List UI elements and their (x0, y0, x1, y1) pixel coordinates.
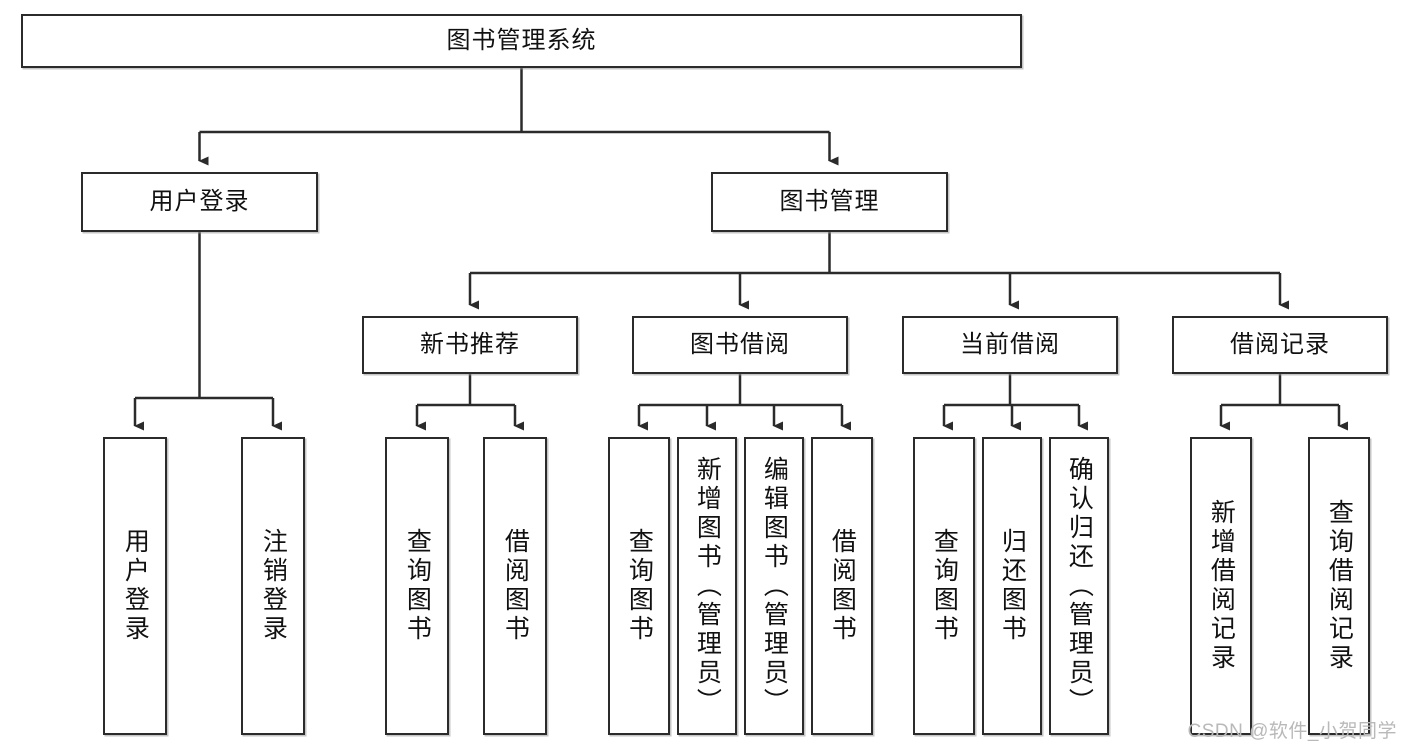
node-book-borrow[interactable]: 图书借阅 (632, 316, 848, 374)
node-leaf-logout-login[interactable]: 注销登录 (241, 437, 305, 735)
node-leaf-add-borrow-record[interactable]: 新增借阅记录 (1190, 437, 1252, 735)
node-leaf-user-login[interactable]: 用户登录 (103, 437, 167, 735)
node-leaf-borrow-book-rec-label: 借阅图书 (501, 528, 530, 644)
node-root-label: 图书管理系统 (446, 27, 597, 55)
node-user-login-label: 用户登录 (149, 188, 250, 216)
node-leaf-query-book-rec-label: 查询图书 (403, 528, 432, 644)
node-book-borrow-label: 图书借阅 (690, 331, 790, 359)
node-leaf-add-book-label: 新增图书（管理员） (693, 455, 722, 717)
node-leaf-add-borrow-record-label: 新增借阅记录 (1207, 499, 1236, 673)
node-leaf-query-book-cur-label: 查询图书 (930, 528, 959, 644)
node-leaf-confirm-return[interactable]: 确认归还（管理员） (1049, 437, 1109, 735)
node-leaf-return-book[interactable]: 归还图书 (982, 437, 1042, 735)
node-leaf-edit-book-label: 编辑图书（管理员） (760, 455, 789, 717)
node-leaf-user-login-label: 用户登录 (121, 528, 150, 644)
node-leaf-borrow-book-bor[interactable]: 借阅图书 (811, 437, 873, 735)
node-leaf-query-borrow-record-label: 查询借阅记录 (1325, 499, 1354, 673)
node-leaf-confirm-return-label: 确认归还（管理员） (1065, 455, 1094, 717)
node-leaf-query-book-bor[interactable]: 查询图书 (608, 437, 670, 735)
node-leaf-query-book-bor-label: 查询图书 (625, 528, 654, 644)
node-user-login[interactable]: 用户登录 (81, 172, 318, 232)
node-new-book-recommend[interactable]: 新书推荐 (362, 316, 578, 374)
node-current-borrow[interactable]: 当前借阅 (902, 316, 1118, 374)
node-borrow-record-label: 借阅记录 (1230, 331, 1330, 359)
node-book-manage-label: 图书管理 (779, 188, 880, 216)
node-current-borrow-label: 当前借阅 (960, 331, 1060, 359)
node-borrow-record[interactable]: 借阅记录 (1172, 316, 1388, 374)
node-book-manage[interactable]: 图书管理 (711, 172, 948, 232)
node-leaf-query-book-rec[interactable]: 查询图书 (385, 437, 449, 735)
node-leaf-add-book[interactable]: 新增图书（管理员） (677, 437, 737, 735)
node-leaf-edit-book[interactable]: 编辑图书（管理员） (744, 437, 804, 735)
node-leaf-query-borrow-record[interactable]: 查询借阅记录 (1308, 437, 1370, 735)
node-new-book-recommend-label: 新书推荐 (420, 331, 520, 359)
node-leaf-return-book-label: 归还图书 (998, 528, 1027, 644)
node-leaf-logout-login-label: 注销登录 (259, 528, 288, 644)
node-leaf-borrow-book-bor-label: 借阅图书 (828, 528, 857, 644)
node-root[interactable]: 图书管理系统 (21, 14, 1022, 68)
node-leaf-borrow-book-rec[interactable]: 借阅图书 (483, 437, 547, 735)
node-leaf-query-book-cur[interactable]: 查询图书 (913, 437, 975, 735)
